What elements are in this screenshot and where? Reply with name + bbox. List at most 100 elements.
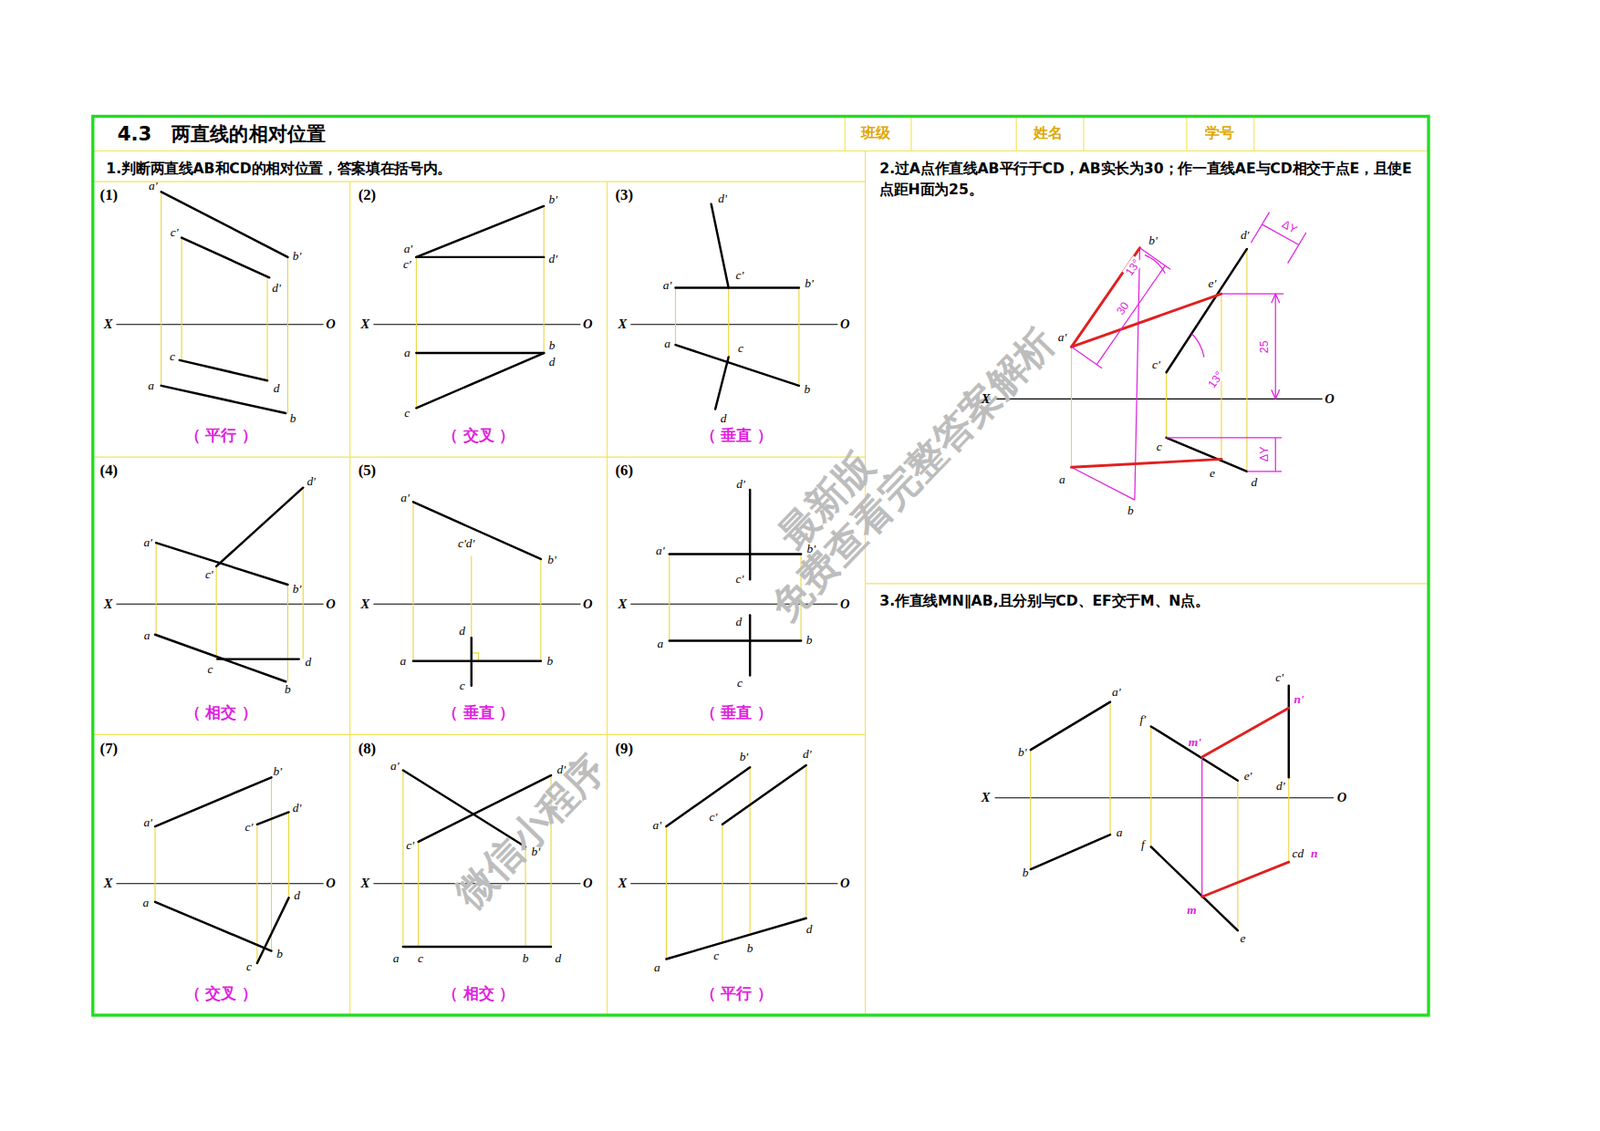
point-label: b: [547, 653, 554, 669]
point-label: b': [1148, 233, 1158, 250]
projection-line: [727, 287, 729, 357]
point-label: cd: [1292, 846, 1305, 863]
projection-lines: [155, 191, 1289, 964]
point-label: m: [1186, 902, 1196, 918]
segment: [665, 918, 806, 960]
segment: [413, 501, 541, 560]
sub-number: (8): [358, 739, 377, 758]
axis-label: X: [103, 595, 114, 613]
sub-panel: (2)（ 交叉 ）: [350, 181, 608, 458]
segment: [748, 615, 751, 676]
answer-text: （ 平行 ）: [92, 426, 351, 447]
segment: [1151, 726, 1238, 780]
axis-label: O: [1337, 789, 1348, 807]
sub-panel: (6)（ 垂直 ）: [607, 457, 866, 735]
point-label: c: [737, 675, 743, 692]
segment: [181, 238, 270, 279]
segment: [669, 552, 801, 555]
grid-line: [910, 116, 912, 152]
point-label: d: [549, 354, 556, 371]
dimension-line: [1139, 248, 1171, 270]
point-label: a: [654, 960, 661, 977]
point-label: a: [656, 635, 664, 652]
grid-line: [349, 181, 351, 1016]
grid: [92, 116, 1429, 1016]
answer-segment: [1202, 707, 1289, 758]
axis-label: O: [325, 595, 336, 613]
x-axis: [630, 883, 838, 884]
point-label: d': [292, 800, 302, 817]
point-label: d': [717, 191, 728, 208]
segment: [217, 657, 299, 660]
point-label: a: [144, 627, 151, 644]
point-label: c': [736, 268, 745, 284]
projection-line: [288, 811, 290, 898]
axis-label: O: [582, 316, 593, 333]
point-label: a': [1111, 685, 1122, 701]
point-label: a': [148, 177, 158, 194]
projection-line: [470, 556, 472, 638]
projection-line: [270, 777, 272, 951]
axis-label: O: [325, 875, 336, 893]
answer-text: （ 交叉 ）: [92, 984, 351, 1004]
segment: [415, 256, 544, 259]
dimension-line: [1166, 436, 1282, 438]
segment: [403, 945, 551, 948]
point-label: c: [737, 341, 744, 357]
point-label: a: [664, 336, 671, 353]
projection-line: [412, 501, 414, 662]
point-label: b: [549, 338, 556, 354]
axis-label: X: [617, 316, 627, 333]
axis-label: O: [582, 875, 593, 893]
dimension-line: [1288, 232, 1307, 264]
point-label: n': [1293, 692, 1304, 708]
grid-line: [606, 181, 608, 1016]
point-label: a: [147, 377, 155, 394]
segment: [1166, 249, 1247, 373]
segment: [715, 357, 729, 410]
point-label: m': [1188, 735, 1202, 751]
projection-line: [287, 257, 289, 414]
segment: [669, 639, 801, 642]
point-label: b: [803, 382, 811, 398]
projection-line: [675, 287, 676, 345]
projection-line: [160, 191, 162, 386]
segment: [257, 811, 290, 824]
dimension-text: 25: [1257, 339, 1270, 354]
point-label: e: [1209, 466, 1216, 482]
point-label: b': [292, 248, 302, 264]
segment: [155, 902, 272, 952]
dimension-line: [1275, 293, 1277, 399]
point-label: n: [1310, 846, 1318, 863]
projection-line: [540, 559, 541, 662]
segment: [1166, 437, 1247, 472]
grid-line: [1016, 116, 1018, 152]
point-label: c': [403, 256, 412, 272]
sub-panel: (5)（ 垂直 ）: [350, 457, 608, 735]
point-label: b': [548, 192, 558, 208]
answer-text: （ 平行 ）: [607, 984, 866, 1004]
sub-panel: (7)（ 交叉 ）: [92, 734, 351, 1016]
segment: [257, 897, 290, 964]
axis-label: X: [617, 595, 627, 613]
point-label: c'd': [457, 536, 475, 552]
projection-line: [154, 826, 156, 903]
point-label: c: [404, 405, 410, 422]
point-label: c': [245, 820, 254, 836]
sheet-title: 4.3 两直线的相对位置: [117, 121, 327, 148]
point-label: d': [271, 280, 281, 297]
answer-text: （ 垂直 ）: [350, 704, 608, 724]
point-label: c': [1275, 669, 1284, 686]
sub-number: (6): [615, 462, 634, 480]
point-label: f: [1141, 837, 1145, 853]
answer-segment: [1071, 293, 1222, 347]
point-label: d': [1240, 228, 1250, 244]
sub-panel: (8)（ 相交 ）: [350, 734, 608, 1016]
grid-line: [1082, 116, 1084, 152]
axis-label: X: [361, 595, 371, 613]
axis-label: X: [981, 390, 991, 407]
dimension-line: [1221, 293, 1284, 295]
answer-segment: [1071, 458, 1222, 468]
projection-line: [1288, 777, 1289, 863]
